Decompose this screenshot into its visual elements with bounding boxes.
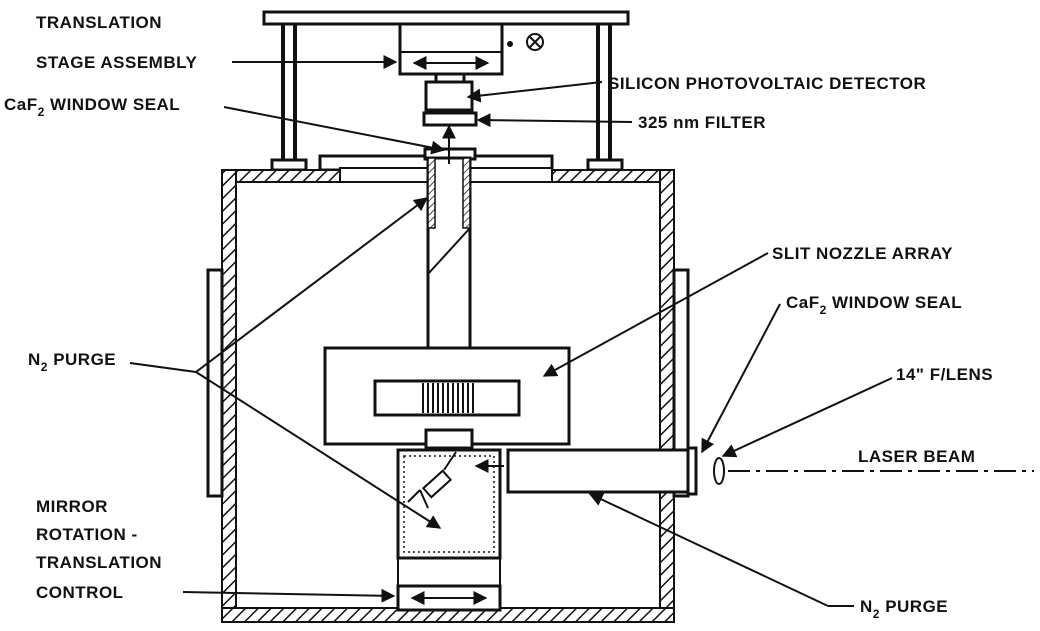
focusing-lens	[713, 457, 725, 485]
filter-element	[422, 111, 478, 127]
leader-lines	[129, 55, 893, 607]
label-mirror-control: MIRROR ROTATION - TRANSLATION CONTROL	[36, 497, 162, 602]
svg-text:STAGE ASSEMBLY: STAGE ASSEMBLY	[36, 53, 197, 72]
slit-nozzle-array	[323, 346, 571, 446]
label-window-seal-top: CaF2 WINDOW SEAL	[4, 95, 180, 119]
top-support-frame	[262, 10, 630, 172]
label-detector: SILICON PHOTOVOLTAIC DETECTOR	[608, 74, 926, 93]
svg-text:CONTROL: CONTROL	[36, 583, 124, 602]
label-translation-stage: TRANSLATION STAGE ASSEMBLY	[36, 13, 197, 72]
svg-text:MIRROR: MIRROR	[36, 497, 108, 516]
label-laser-beam: LASER BEAM	[858, 447, 975, 466]
translation-stage-block	[398, 22, 544, 76]
svg-text:TRANSLATION: TRANSLATION	[36, 553, 162, 572]
label-filter: 325 nm FILTER	[638, 113, 766, 132]
svg-text:ROTATION -: ROTATION -	[36, 525, 138, 544]
label-lens: 14" F/LENS	[896, 365, 993, 384]
label-n2-purge-bottom: N2 PURGE	[860, 597, 948, 621]
label-n2-purge-left: N2 PURGE	[28, 350, 116, 374]
label-window-seal-right: CaF2 WINDOW SEAL	[786, 293, 962, 317]
photovoltaic-detector	[424, 72, 474, 112]
right-side-flange	[672, 268, 690, 498]
svg-text:TRANSLATION: TRANSLATION	[36, 13, 162, 32]
vertical-optical-tube	[426, 124, 472, 430]
label-slit-nozzle-array: SLIT NOZZLE ARRAY	[772, 244, 953, 263]
laser-input-tube	[474, 446, 698, 496]
mirror-housing	[396, 428, 502, 612]
